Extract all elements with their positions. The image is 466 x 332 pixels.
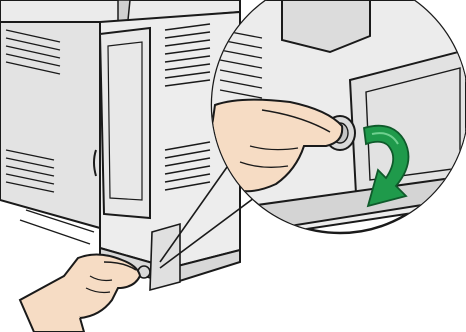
magnifier-icon	[205, 0, 466, 233]
printer-side-panel	[0, 22, 100, 228]
printer-top-slot	[118, 0, 130, 21]
hand-icon-lower	[20, 254, 140, 332]
printer-body	[0, 0, 240, 290]
